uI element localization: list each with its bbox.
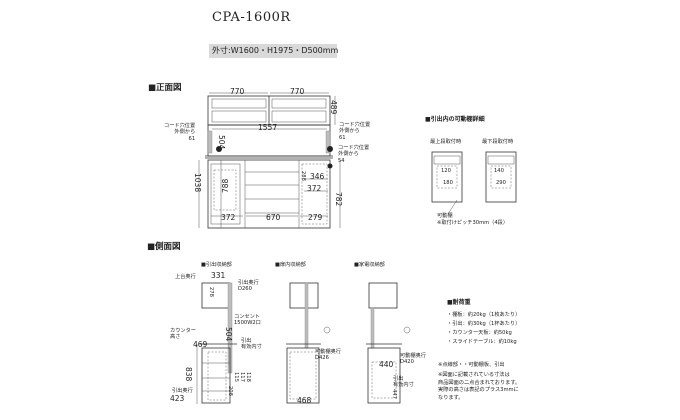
cord-hole-right-mid-label: コード穴位置 外側から 54 — [338, 145, 370, 164]
load-heading: ■耐荷重 — [447, 299, 471, 306]
shelf-depth-d420: 可動棚奥行 D420 — [400, 353, 426, 365]
dim-1038: 1038 — [193, 173, 202, 193]
dim-290: 290 — [496, 180, 506, 186]
side-view-door-unit — [286, 282, 331, 404]
movable-shelf-label: 可動棚 — [437, 213, 453, 219]
top-depth-label: 上台奥行 — [175, 274, 196, 280]
side-view-drawer-unit — [196, 282, 237, 404]
side-view-appliance-unit — [366, 282, 411, 404]
dim-upper-right-width: 770 — [290, 87, 305, 96]
drawer-detail-heading: ■引出内の可動棚詳細 — [425, 116, 485, 123]
load-item-shelf: ・棚板：約20kg（1枚あたり） — [447, 312, 521, 318]
front-middle-section — [205, 124, 333, 159]
drawer-eff-label-2: 引出 有効内寸 — [393, 376, 414, 388]
dim-670: 670 — [266, 213, 281, 222]
front-view-heading: ■正面図 — [148, 83, 182, 93]
front-upper-cabinet — [207, 95, 331, 126]
drawer-depth-label: 引出奥行 D260 — [238, 280, 259, 292]
lower-depth-value: 423 — [170, 394, 185, 403]
shelf-depth-d426: 可動棚奥行 D426 — [315, 349, 341, 361]
dim-279: 279 — [308, 213, 323, 222]
dim-side-208: 208 — [227, 386, 233, 396]
dim-side-838: 838 — [184, 367, 193, 382]
load-note-dimensions: ※図面に記載されている寸法は 商品図面の二点合まれております。 実際の高さは表記… — [438, 372, 521, 401]
dim-side-118: 118 — [245, 372, 251, 382]
dim-788: 788 — [221, 178, 230, 193]
dim-504: 504 — [217, 135, 226, 150]
dim-447: 447 — [391, 389, 397, 399]
outer-dimensions: 外寸:W1600・H1975・D500mm — [209, 44, 338, 58]
top-mount-label: 最上段取付時 — [430, 139, 462, 145]
dim-upper-left-width: 770 — [230, 87, 245, 96]
cord-hole-left-label: コード穴位置 外側から 61 — [164, 123, 196, 142]
dim-372: 372 — [221, 213, 236, 222]
dim-782: 782 — [334, 192, 343, 207]
load-item-slide-table: ・スライドテーブル：約10kg — [447, 339, 517, 345]
side-view-heading: ■側面図 — [147, 242, 181, 252]
bottom-mount-label: 最下段取付時 — [482, 139, 514, 145]
top-depth-value: 331 — [211, 271, 226, 280]
counter-depth-value: 469 — [193, 340, 208, 349]
dim-346: 346 — [310, 172, 325, 181]
side-view-appliance-heading: ■家電収納部 — [354, 262, 385, 268]
load-note-dashed: ※点線部・・可動棚板、引出 — [438, 362, 505, 368]
shelf-pitch-note: ※取付けピッチ30mm（4段） — [437, 220, 509, 226]
dim-468: 468 — [297, 396, 312, 405]
front-lower-cabinet — [207, 159, 333, 229]
load-item-drawer: ・引出：約30kg（1杯あたり） — [447, 321, 521, 327]
dim-side-278: 278 — [208, 287, 214, 297]
dim-120: 120 — [441, 168, 451, 174]
dim-140: 140 — [494, 168, 504, 174]
drawer-detail-figure — [431, 151, 517, 215]
dim-288: 288 — [300, 171, 306, 181]
drawer-eff-label: 引出 有効内寸 — [241, 338, 262, 350]
outlet-label: コンセント 1500W2口 — [234, 314, 261, 326]
side-view-door-heading: ■扉内収納部 — [275, 262, 306, 268]
dim-440: 440 — [379, 360, 394, 369]
dim-side-504: 504 — [224, 327, 233, 342]
dim-372-right: 372 — [307, 184, 322, 193]
dim-total-width: 1557 — [258, 123, 278, 132]
load-item-counter: ・カウンター天板：約50kg — [447, 330, 512, 336]
dim-180: 180 — [443, 180, 453, 186]
dim-upper-height: 489 — [329, 100, 338, 115]
cord-hole-right-top-label: コード穴位置 外側から 61 — [339, 122, 371, 141]
counter-height-label: カウンター 高さ — [170, 328, 196, 340]
lower-depth-label: 引出奥行 — [172, 388, 193, 394]
model-title: CPA-1600R — [212, 10, 291, 25]
side-view-drawer-heading: ■引出収納部 — [201, 262, 232, 268]
